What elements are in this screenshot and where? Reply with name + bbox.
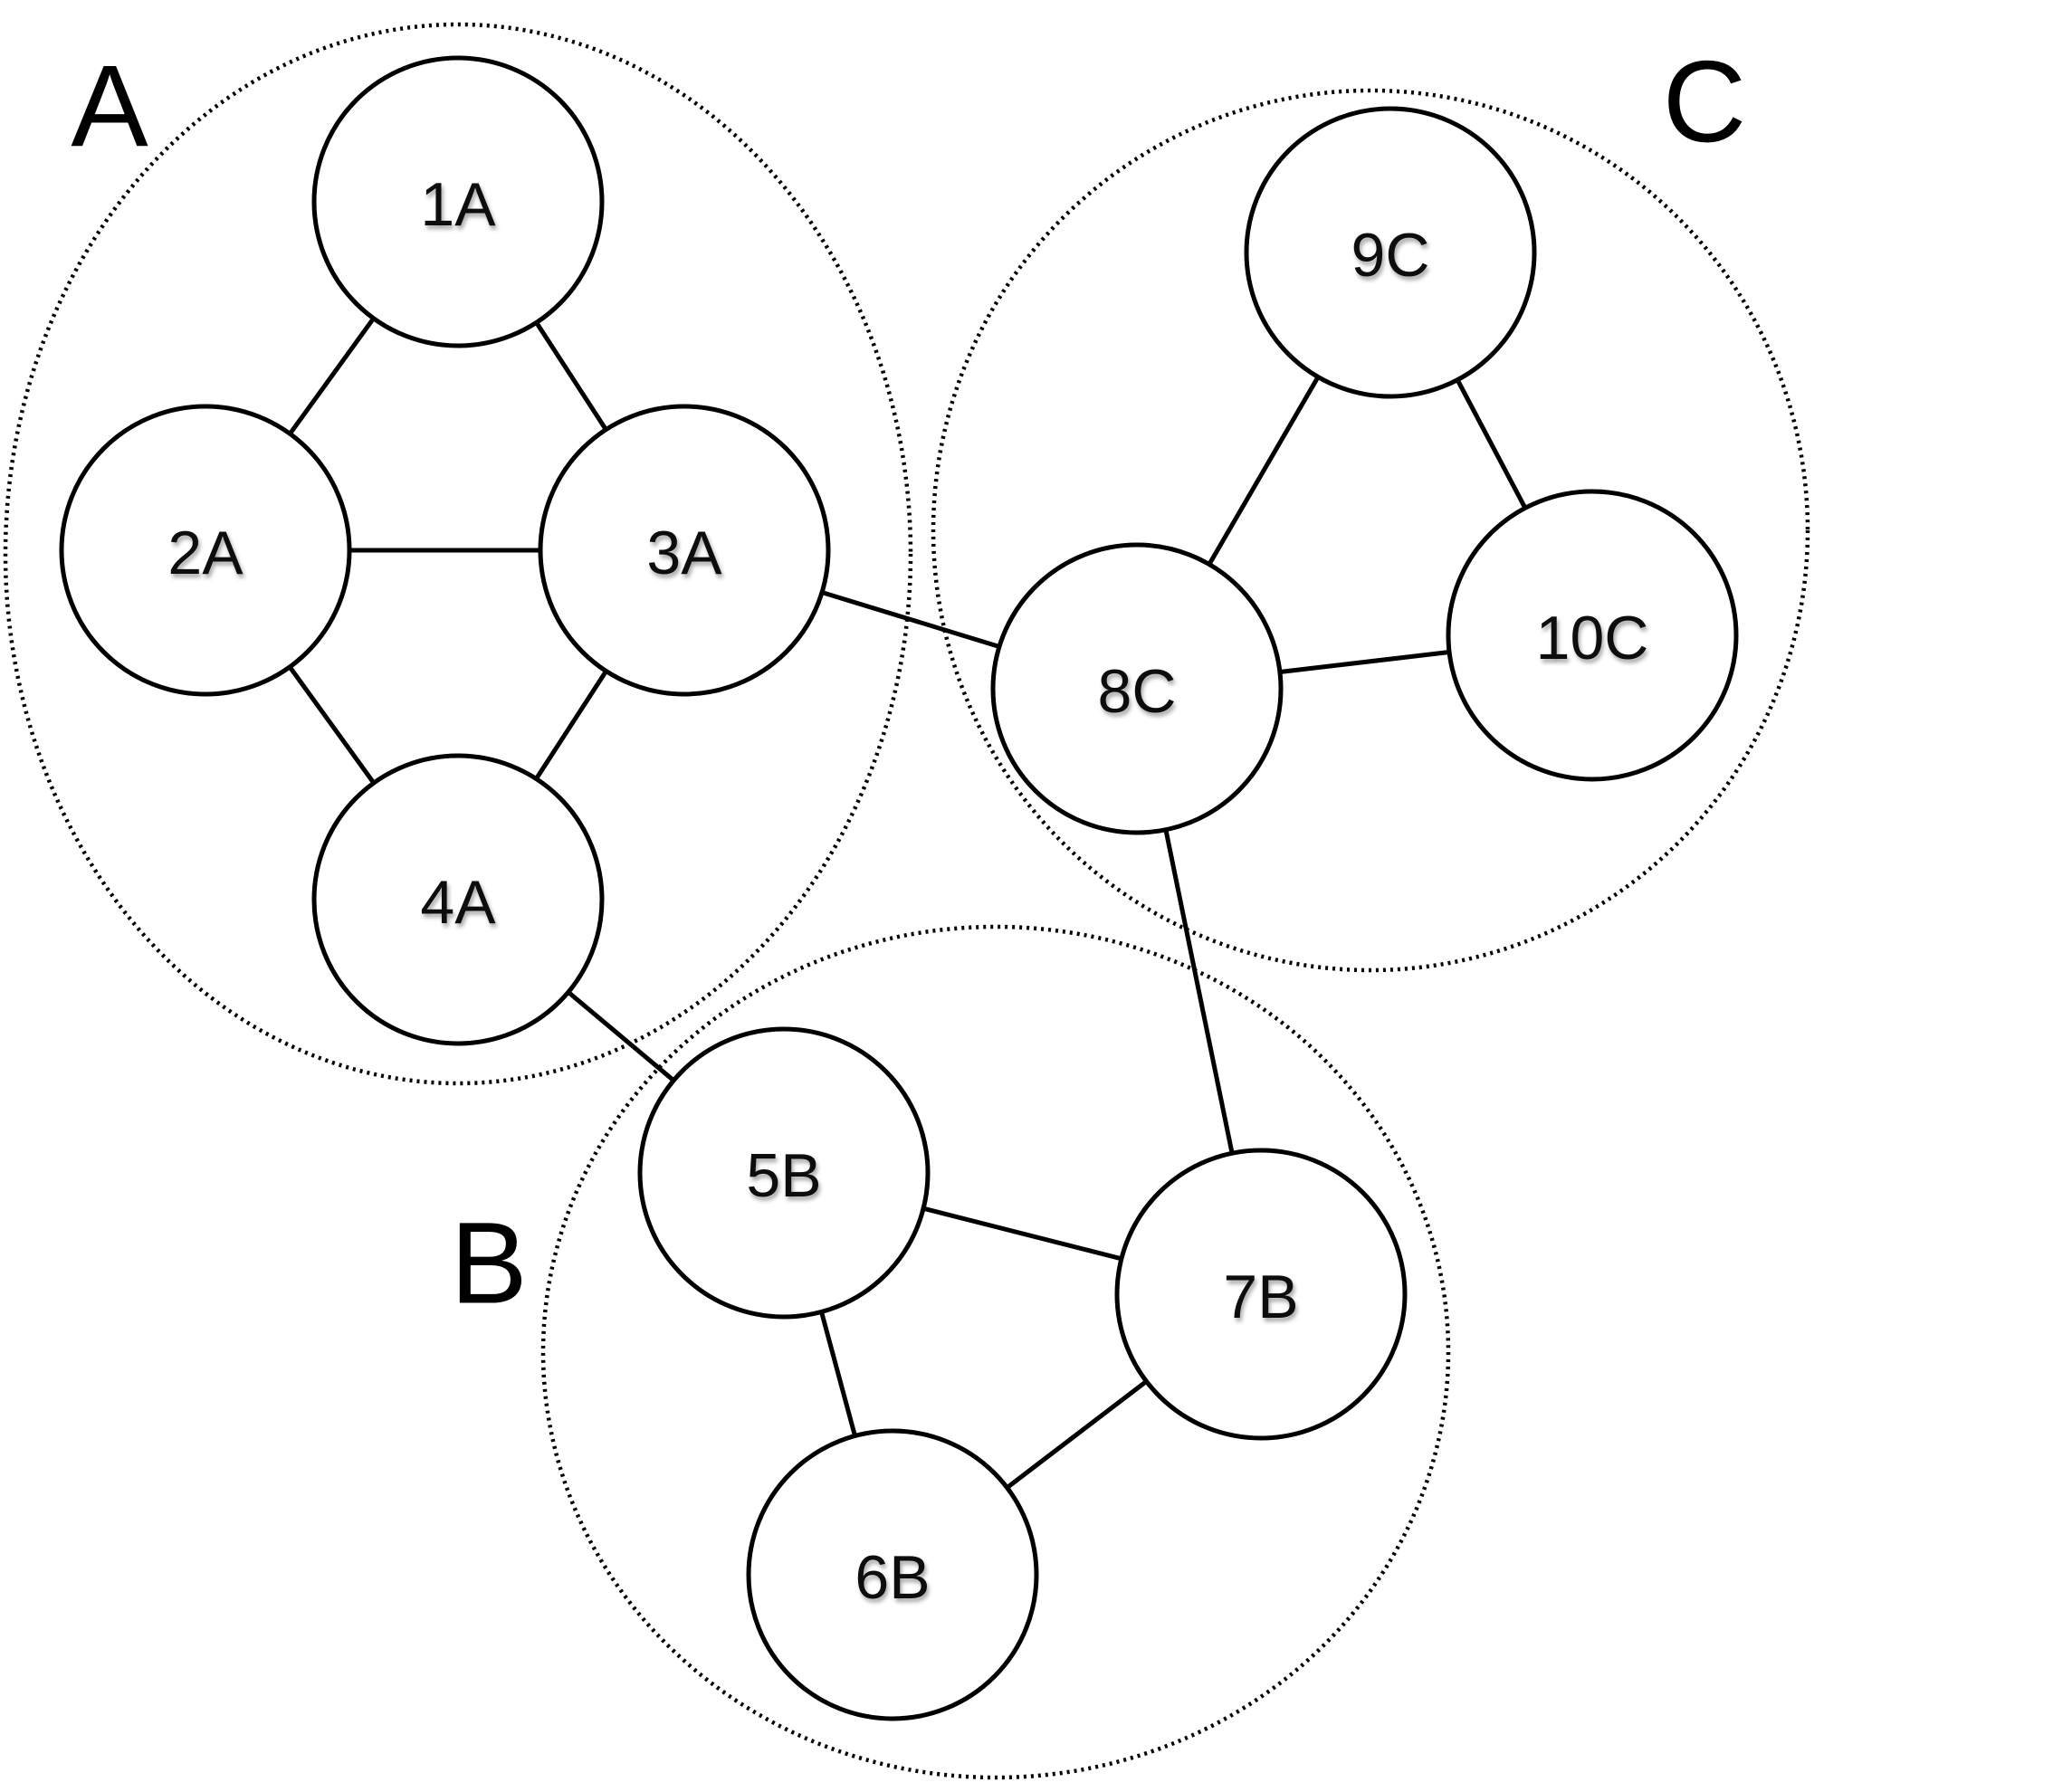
node-8c-label: 8C bbox=[1098, 657, 1177, 726]
node-9c[interactable]: 9C bbox=[1244, 106, 1537, 399]
edges bbox=[288, 317, 1528, 1490]
node-3a-label: 3A bbox=[646, 519, 722, 587]
edge-8c-10c bbox=[1279, 650, 1450, 674]
edge-7b-8c bbox=[1163, 829, 1235, 1154]
node-2a-label: 2A bbox=[167, 519, 243, 587]
node-10c[interactable]: 10C bbox=[1446, 489, 1739, 782]
edge-3a-4a bbox=[534, 670, 608, 780]
node-4a-circle bbox=[311, 753, 605, 1046]
node-3a-circle bbox=[538, 404, 831, 697]
edge-5b-7b bbox=[922, 1206, 1122, 1262]
edge-3a-8c bbox=[821, 590, 1000, 649]
cluster-boundary-c bbox=[931, 88, 1810, 973]
node-9c-circle bbox=[1244, 106, 1537, 399]
edge-8c-9c bbox=[1207, 376, 1321, 566]
node-4a-label: 4A bbox=[420, 868, 496, 937]
cluster-boundary-a bbox=[3, 22, 913, 1086]
node-8c[interactable]: 8C bbox=[990, 542, 1284, 835]
node-10c-circle bbox=[1446, 489, 1739, 782]
cluster-labels: A B C bbox=[71, 38, 1746, 1329]
node-4a[interactable]: 4A bbox=[311, 753, 605, 1046]
node-3a[interactable]: 3A bbox=[538, 404, 831, 697]
cluster-label-a: A bbox=[71, 43, 148, 172]
node-2a-circle bbox=[59, 404, 352, 697]
node-9c-label: 9C bbox=[1351, 221, 1430, 290]
node-10c-label: 10C bbox=[1536, 604, 1649, 672]
node-5b-circle bbox=[637, 1026, 931, 1320]
node-6b-circle bbox=[746, 1428, 1039, 1721]
node-6b[interactable]: 6B bbox=[746, 1428, 1039, 1721]
edge-6b-7b bbox=[1005, 1379, 1149, 1490]
edge-5b-6b bbox=[819, 1311, 857, 1437]
cluster-boundaries bbox=[3, 22, 1810, 1780]
node-5b[interactable]: 5B bbox=[637, 1026, 931, 1320]
node-8c-circle bbox=[990, 542, 1284, 835]
node-6b-label: 6B bbox=[855, 1543, 930, 1612]
node-5b-label: 5B bbox=[746, 1141, 821, 1210]
node-7b-label: 7B bbox=[1223, 1263, 1298, 1331]
node-7b-circle bbox=[1114, 1148, 1408, 1441]
cluster-label-b: B bbox=[450, 1199, 527, 1329]
edge-1a-3a bbox=[534, 321, 608, 431]
nodes: 1A 2A 3A 4A 5B 6B 7B 8C bbox=[59, 55, 1739, 1721]
node-1a-circle bbox=[311, 55, 605, 348]
edge-9c-10c bbox=[1455, 378, 1528, 510]
edge-4a-5b bbox=[567, 990, 675, 1082]
edge-1a-2a bbox=[288, 317, 376, 435]
node-2a[interactable]: 2A bbox=[59, 404, 352, 697]
edge-2a-4a bbox=[288, 665, 376, 785]
cluster-boundary-b bbox=[540, 924, 1451, 1780]
cluster-label-c: C bbox=[1663, 38, 1746, 167]
node-1a[interactable]: 1A bbox=[311, 55, 605, 348]
node-1a-label: 1A bbox=[420, 170, 496, 239]
node-7b[interactable]: 7B bbox=[1114, 1148, 1408, 1441]
